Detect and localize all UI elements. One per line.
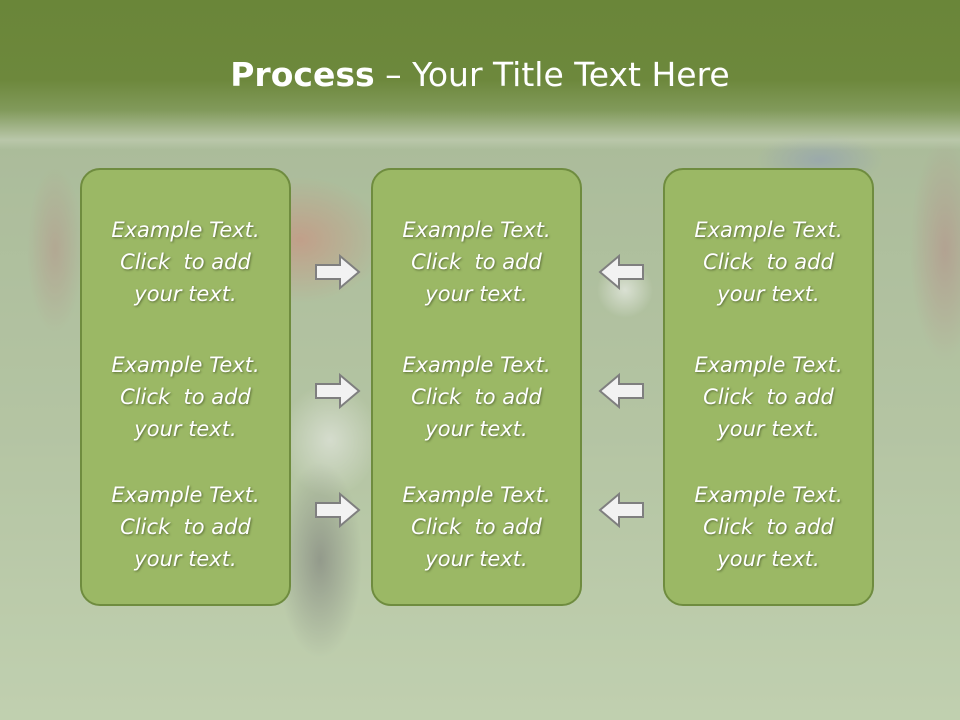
text-placeholder[interactable]: Example Text. Click to add your text. bbox=[665, 214, 872, 310]
text-placeholder[interactable]: Example Text. Click to add your text. bbox=[373, 349, 580, 445]
text-placeholder[interactable]: Example Text. Click to add your text. bbox=[665, 349, 872, 445]
text-line: Click to add bbox=[411, 385, 542, 409]
text-line: Example Text. bbox=[694, 353, 843, 377]
text-line: Click to add bbox=[120, 385, 251, 409]
text-line: Example Text. bbox=[111, 353, 260, 377]
text-line: Example Text. bbox=[111, 218, 260, 242]
left-arrow-icon[interactable] bbox=[597, 490, 645, 530]
title-bold: Process bbox=[230, 55, 375, 94]
text-line: Click to add bbox=[411, 515, 542, 539]
title-band bbox=[0, 0, 960, 150]
text-line: your text. bbox=[717, 547, 820, 571]
text-placeholder[interactable]: Example Text. Click to add your text. bbox=[665, 479, 872, 575]
title-rest: – Your Title Text Here bbox=[374, 55, 730, 94]
text-line: Click to add bbox=[703, 250, 834, 274]
text-line: your text. bbox=[717, 282, 820, 306]
text-line: your text. bbox=[134, 547, 237, 571]
text-line: your text. bbox=[134, 417, 237, 441]
text-line: your text. bbox=[425, 282, 528, 306]
text-placeholder[interactable]: Example Text. Click to add your text. bbox=[373, 214, 580, 310]
text-line: Example Text. bbox=[402, 353, 551, 377]
text-line: your text. bbox=[717, 417, 820, 441]
text-line: Click to add bbox=[120, 250, 251, 274]
text-line: Example Text. bbox=[694, 483, 843, 507]
text-line: Click to add bbox=[703, 385, 834, 409]
text-placeholder[interactable]: Example Text. Click to add your text. bbox=[82, 214, 289, 310]
text-line: Click to add bbox=[411, 250, 542, 274]
right-arrow-icon[interactable] bbox=[314, 490, 362, 530]
left-arrow-icon[interactable] bbox=[597, 252, 645, 292]
text-placeholder[interactable]: Example Text. Click to add your text. bbox=[373, 479, 580, 575]
slide-title[interactable]: Process – Your Title Text Here bbox=[0, 52, 960, 98]
text-placeholder[interactable]: Example Text. Click to add your text. bbox=[82, 479, 289, 575]
text-line: your text. bbox=[425, 417, 528, 441]
text-line: Example Text. bbox=[402, 483, 551, 507]
text-line: Example Text. bbox=[111, 483, 260, 507]
right-arrow-icon[interactable] bbox=[314, 252, 362, 292]
text-line: Example Text. bbox=[694, 218, 843, 242]
left-arrow-icon[interactable] bbox=[597, 371, 645, 411]
text-line: your text. bbox=[425, 547, 528, 571]
process-box-center[interactable]: Example Text. Click to add your text. Ex… bbox=[371, 168, 582, 606]
text-line: Example Text. bbox=[402, 218, 551, 242]
text-line: your text. bbox=[134, 282, 237, 306]
process-box-right[interactable]: Example Text. Click to add your text. Ex… bbox=[663, 168, 874, 606]
text-line: Click to add bbox=[120, 515, 251, 539]
text-placeholder[interactable]: Example Text. Click to add your text. bbox=[82, 349, 289, 445]
text-line: Click to add bbox=[703, 515, 834, 539]
right-arrow-icon[interactable] bbox=[314, 371, 362, 411]
process-box-left[interactable]: Example Text. Click to add your text. Ex… bbox=[80, 168, 291, 606]
